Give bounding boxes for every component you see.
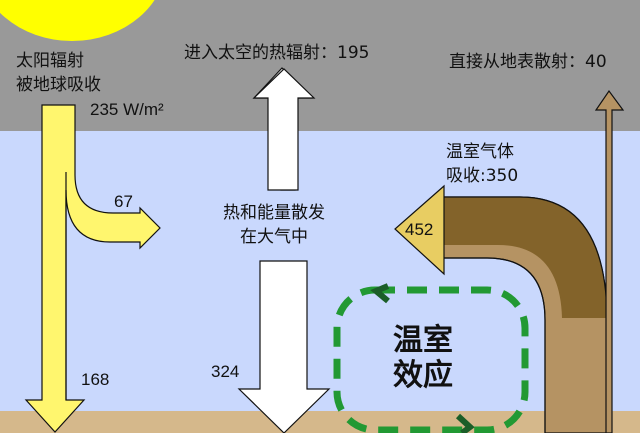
direct-surface-arrow [594, 89, 625, 433]
sun-icon [0, 0, 155, 41]
direct-from-surface-label: 直接从地表散射：40 [449, 52, 607, 72]
solar-title-line2: 被地球吸收 [16, 75, 101, 95]
solar-title-line1: 太阳辐射 [16, 51, 84, 71]
cycle-chevron-right-icon [455, 413, 475, 433]
heat-line1: 热和能量散发 [223, 203, 325, 223]
gh-absorb-line1: 温室气体 [446, 142, 514, 162]
greenhouse-cycle [333, 286, 529, 433]
greenhouse-line1: 温室 [393, 323, 453, 358]
atmos-reflect-value: 67 [114, 192, 133, 211]
heat-line2: 在大气中 [240, 227, 308, 247]
gh-emit-value: 452 [405, 220, 433, 239]
to-space-label: 进入太空的热辐射：195 [184, 43, 369, 63]
ground-layer [0, 411, 640, 433]
greenhouse-emit-arrowhead [394, 184, 445, 276]
surface-absorb-value: 168 [81, 370, 109, 389]
solar-value: 235 W/m² [90, 100, 164, 119]
gh-absorb-line2: 吸收:350 [446, 166, 518, 186]
greenhouse-band [442, 196, 608, 433]
back-radiation-arrow [237, 260, 331, 433]
back-radiation-value: 324 [211, 362, 239, 381]
greenhouse-line2: 效应 [393, 358, 453, 393]
cycle-chevron-left-icon [370, 283, 390, 304]
